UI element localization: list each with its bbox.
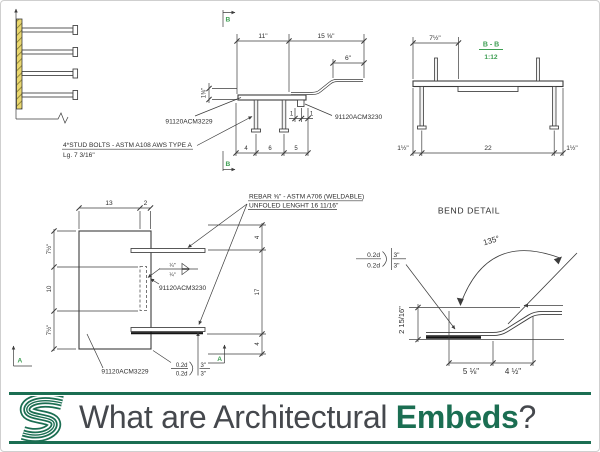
dim-height: 2 15/16" bbox=[397, 306, 406, 334]
dim-right-mid: 17 bbox=[255, 288, 261, 295]
plate-profile bbox=[237, 94, 307, 101]
bend-detail-view: BEND DETAIL 135° 0.2d 0.2d 3" 3" 2 15/16… bbox=[356, 206, 578, 376]
rebar-bottom-plan bbox=[130, 327, 206, 332]
section-a-view: B B 11" 15 ⅝" 6" 1⅜" 1 1 bbox=[62, 10, 382, 172]
technical-drawing: B B 11" 15 ⅝" 6" 1⅜" 1 1 bbox=[11, 8, 578, 378]
rebar-note-line2: UNFOLED LENGHT 16 11/16" bbox=[249, 202, 339, 209]
od-top: 0.2d bbox=[176, 363, 188, 369]
plate-section bbox=[412, 80, 564, 88]
in3-bottom-detail: 3" bbox=[394, 263, 401, 270]
dim-left-top: 7½" bbox=[46, 244, 53, 254]
od-bottom: 0.2d bbox=[176, 372, 188, 378]
recess-profile bbox=[457, 86, 519, 92]
studs bbox=[251, 99, 289, 133]
dim-1-right: 1 bbox=[310, 112, 314, 118]
banner-rule-bottom bbox=[9, 441, 591, 444]
section-bb-title: B - B bbox=[483, 42, 499, 49]
dim-11: 11" bbox=[258, 33, 268, 40]
dim-1half-left: 1½" bbox=[397, 144, 409, 152]
weld-size-top: ¼" bbox=[169, 263, 175, 269]
stud-bolts bbox=[21, 25, 79, 100]
dim-left-mid: 10 bbox=[47, 285, 53, 292]
section-marker-a-left: A bbox=[18, 358, 23, 365]
studs-bb bbox=[417, 86, 559, 130]
dim-4half: 4 ½" bbox=[505, 367, 521, 376]
rebar-note-line1: REBAR ⅝" - ASTM A706 (WELDABLE) bbox=[249, 194, 364, 201]
title-suffix: ? bbox=[518, 399, 536, 435]
bent-rebar-profile bbox=[291, 79, 363, 95]
section-bb-view: B - B 1:12 7½" 1½" 22 1½" bbox=[397, 34, 578, 157]
title-keyword: Embeds bbox=[395, 399, 519, 435]
stud-note-line2: Lg. 7 3/16" bbox=[63, 152, 95, 159]
weld-symbol: ¼" ¼" bbox=[147, 262, 198, 278]
logo-s-mark bbox=[19, 396, 64, 442]
dim-15-58: 15 ⅝" bbox=[317, 33, 335, 40]
rebar-end-right bbox=[536, 57, 540, 82]
banner-rule-top bbox=[9, 392, 591, 395]
dim-6: 6" bbox=[345, 55, 352, 62]
label-clip-3230-plan: 91120ACM3230 bbox=[159, 285, 206, 292]
bend-detail-title: BEND DETAIL bbox=[438, 206, 500, 216]
clip-angle bbox=[297, 99, 305, 107]
od-bottom-detail: 0.2d bbox=[367, 263, 380, 270]
dim-5eighth: 5 ⅛" bbox=[463, 367, 479, 376]
page-title: What are Architectural Embeds? bbox=[79, 399, 536, 436]
dim-right-top: 4 bbox=[255, 235, 261, 239]
dim-5: 5 bbox=[294, 146, 298, 152]
section-bb-scale: 1:12 bbox=[484, 54, 498, 61]
weld-size-bottom: ¼" bbox=[169, 272, 175, 278]
bend-allowance-callout-detail: 0.2d 0.2d 3" 3" bbox=[356, 248, 456, 330]
label-clip-3230: 91120ACM3230 bbox=[335, 114, 382, 121]
bent-rebar-detail bbox=[426, 311, 562, 336]
embed-plate bbox=[16, 18, 23, 110]
section-marker-a-right: A bbox=[217, 356, 222, 363]
dim-4: 4 bbox=[244, 146, 248, 152]
od-top-detail: 0.2d bbox=[367, 252, 380, 259]
in3-top: 3" bbox=[201, 363, 206, 369]
in3-top-detail: 3" bbox=[394, 252, 401, 259]
dim-1half-right: 1½" bbox=[566, 144, 578, 152]
in3-bottom: 3" bbox=[201, 372, 206, 378]
dim-2: 2 bbox=[144, 200, 148, 207]
dim-7half: 7½" bbox=[429, 34, 441, 42]
label-plate-3229-plan: 91120ACM3229 bbox=[101, 369, 148, 376]
label-plate-3229: 91120ACM3229 bbox=[165, 119, 212, 126]
company-logo bbox=[19, 396, 64, 442]
rebar-end-left bbox=[434, 57, 438, 82]
dim-thickness: 1⅜" bbox=[202, 88, 208, 98]
rebar-top-plan bbox=[130, 248, 206, 253]
dim-6b: 6 bbox=[268, 146, 272, 152]
dim-1-left: 1 bbox=[290, 112, 294, 118]
dim-13: 13 bbox=[105, 200, 113, 207]
elevation-view bbox=[14, 8, 79, 124]
section-marker-b-top: B bbox=[226, 17, 231, 24]
bend-allowance-callout-plan: 0.2d 0.2d 3" 3" bbox=[152, 332, 210, 378]
angle-arc bbox=[460, 250, 561, 304]
bend-angle: 135° bbox=[482, 234, 500, 247]
dim-left-bot: 7½" bbox=[46, 325, 53, 335]
plan-view: 13 2 7½" 10 7½" 4 17 4 ¼" ¼" 91120ACM323… bbox=[11, 194, 364, 378]
dim-22: 22 bbox=[484, 145, 492, 152]
dim-right-bot: 4 bbox=[255, 342, 261, 346]
stud-note-line1: 4*STUD BOLTS - ASTM A108 AWS TYPE A bbox=[63, 142, 192, 149]
section-marker-b-bottom: B bbox=[226, 161, 231, 168]
title-prefix: What are Architectural bbox=[79, 399, 396, 435]
